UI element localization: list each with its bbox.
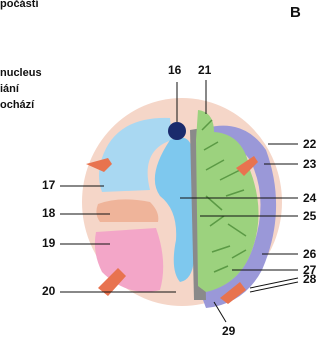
node-16 (168, 122, 186, 140)
label-26: 26 (303, 247, 316, 261)
label-19: 19 (42, 236, 55, 250)
label-25: 25 (303, 209, 316, 223)
label-20: 20 (42, 284, 55, 298)
label-22: 22 (303, 137, 316, 151)
label-18: 18 (42, 206, 55, 220)
label-29: 29 (222, 324, 235, 338)
label-16: 16 (168, 63, 181, 77)
label-21: 21 (198, 63, 211, 77)
label-24: 24 (303, 191, 316, 205)
label-23: 23 (303, 157, 316, 171)
label-17: 17 (42, 178, 55, 192)
label-28: 28 (303, 272, 316, 286)
region-18 (96, 199, 158, 222)
